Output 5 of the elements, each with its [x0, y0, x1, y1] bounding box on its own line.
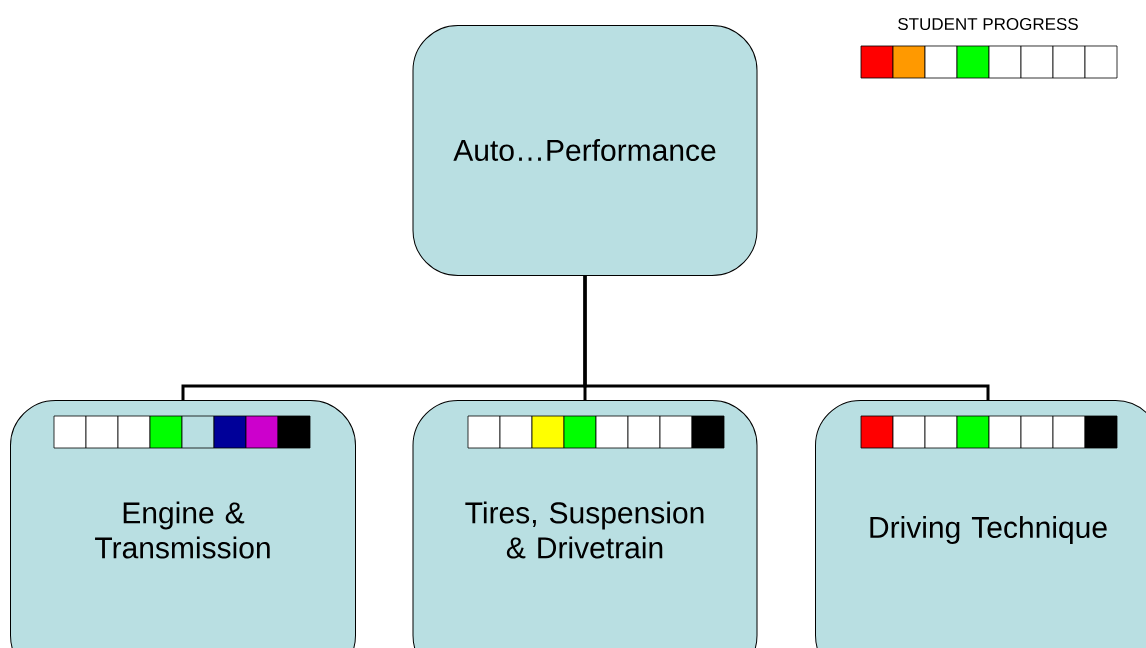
connector-line	[583, 276, 990, 400]
topic-box: Engine & Transmission	[10, 400, 356, 648]
heading: STUDENT PROGRESS	[898, 18, 1078, 31]
root-box: Auto…Performance	[412, 25, 758, 276]
topic-box: Tires, Suspension & Drivetrain	[412, 400, 758, 648]
